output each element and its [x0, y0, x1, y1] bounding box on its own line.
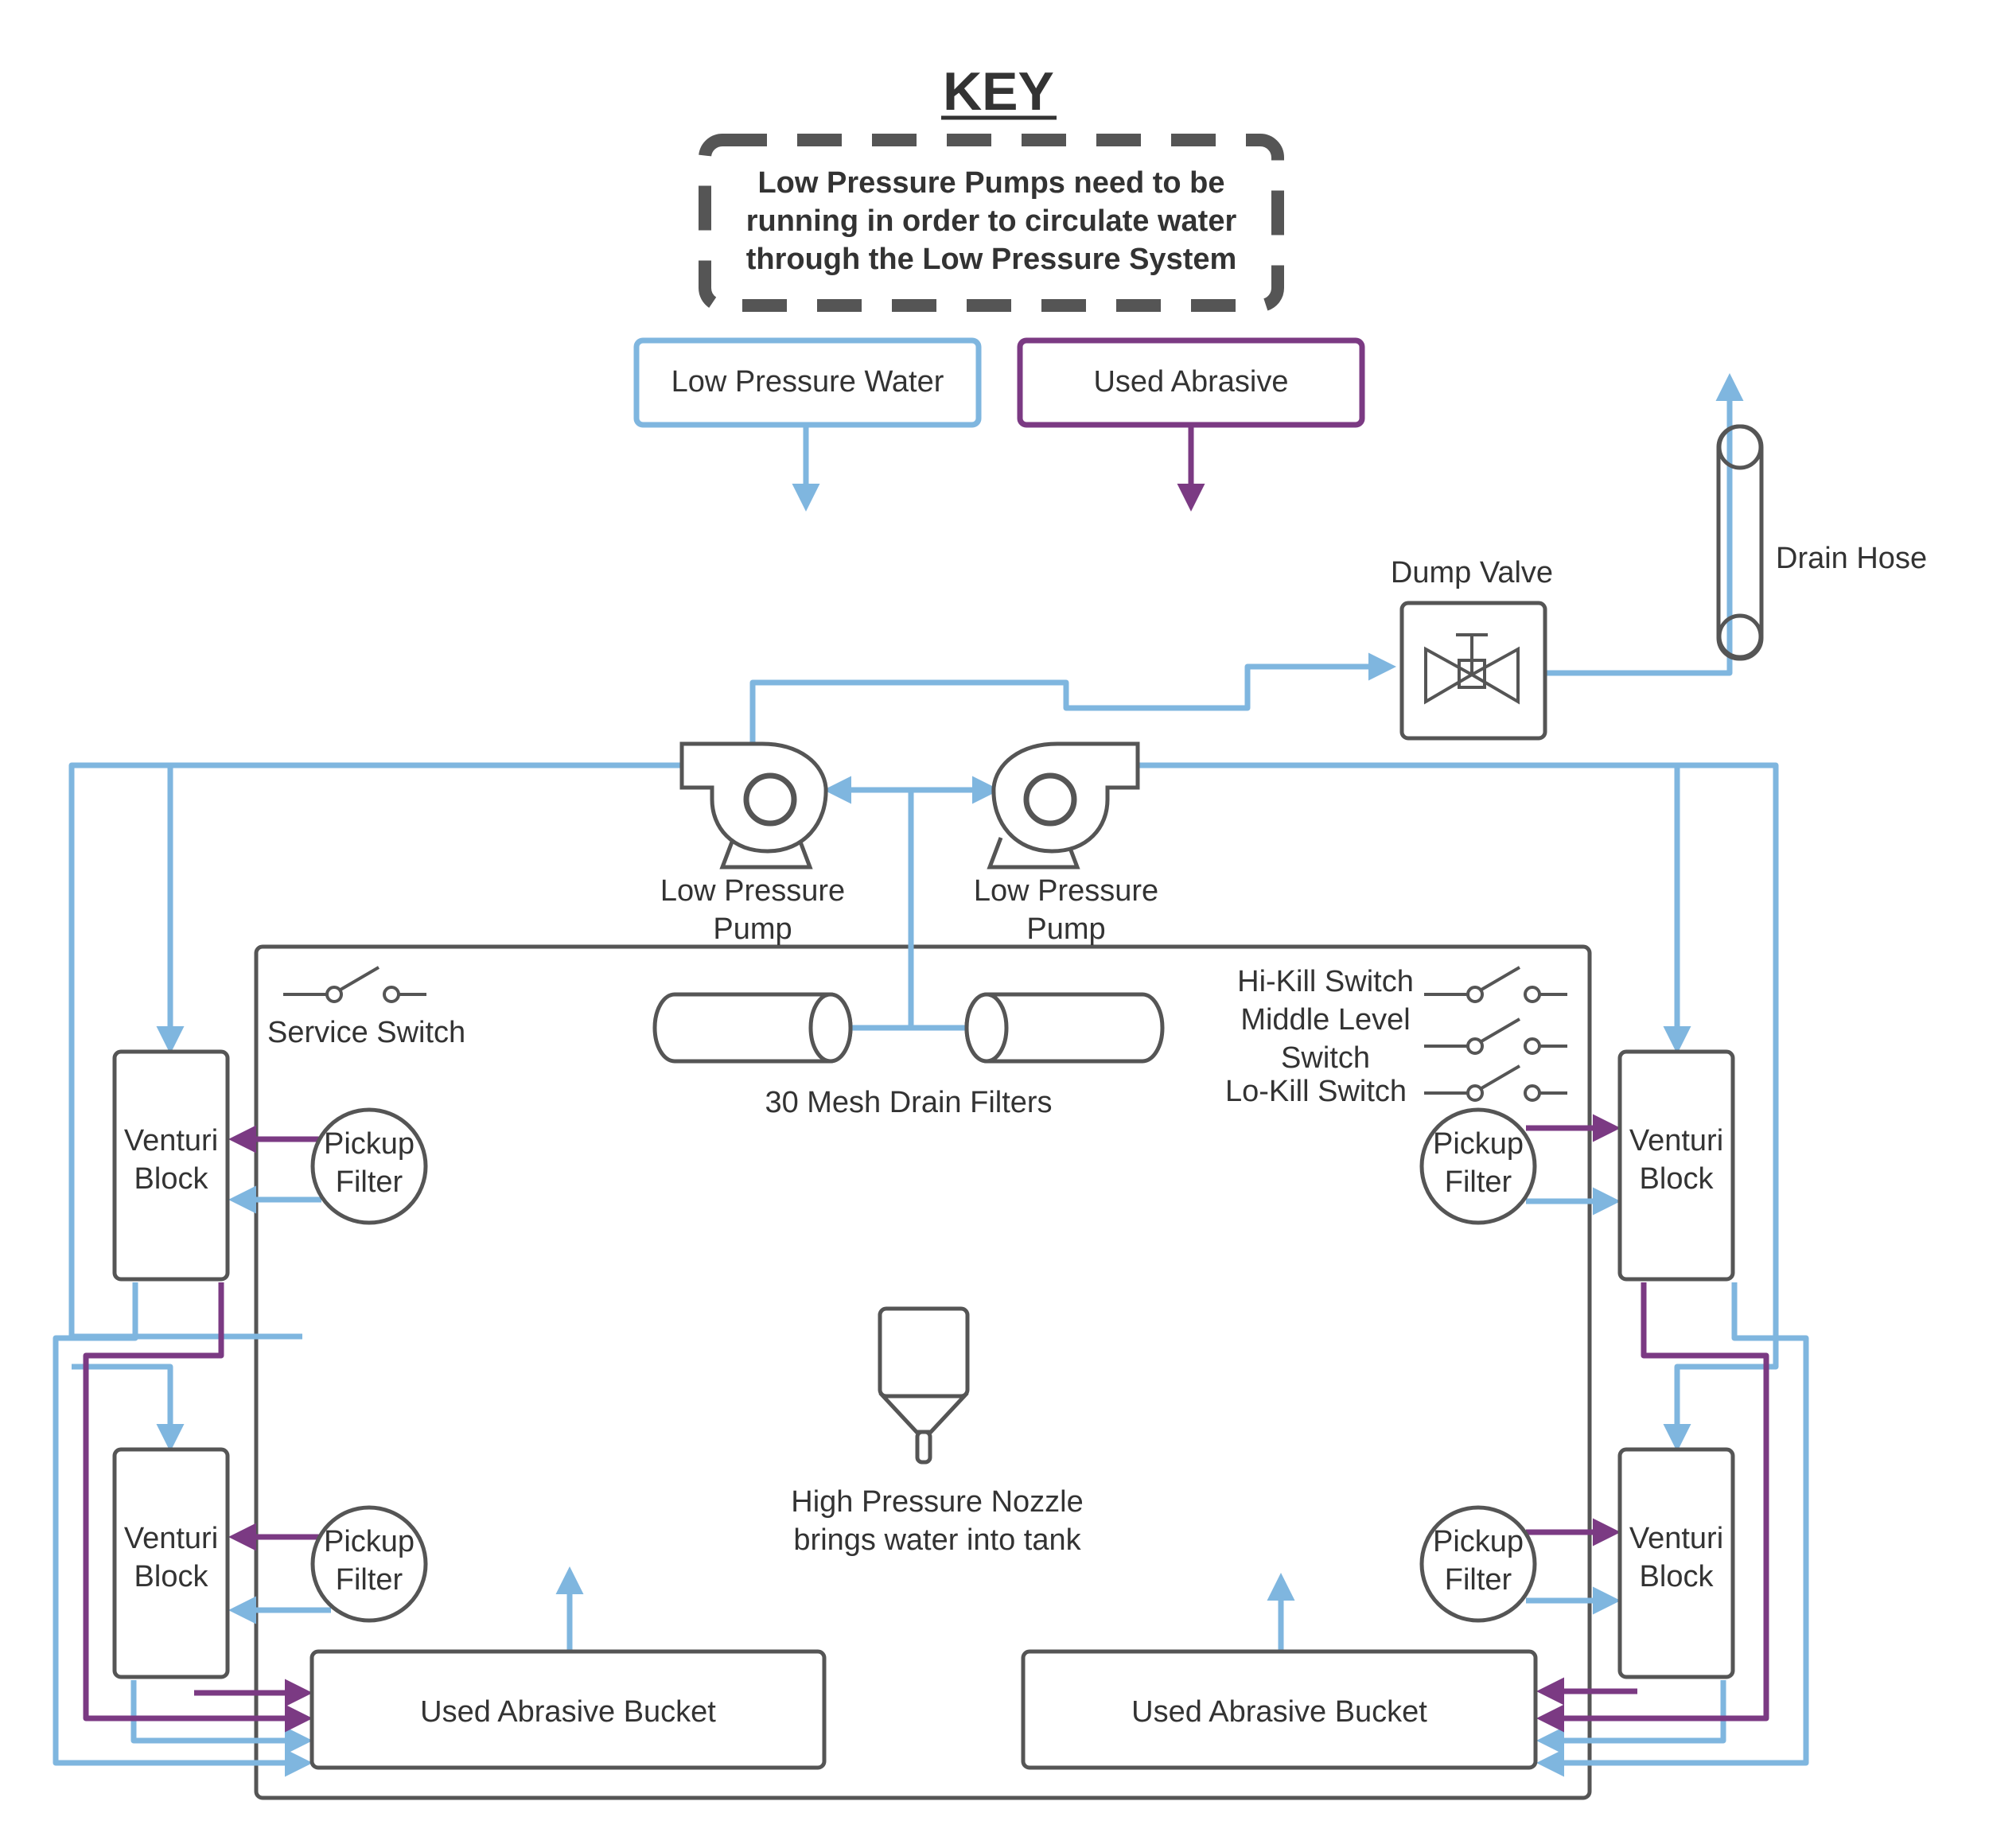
- used-abrasive-bucket-left: Used Abrasive Bucket: [309, 1649, 827, 1770]
- pickup-filter-top-left: Pickup Filter: [310, 1107, 428, 1225]
- venturi-label-1: Venturi: [124, 1522, 218, 1555]
- nozzle-label-1: High Pressure Nozzle: [791, 1485, 1083, 1519]
- bucket-left-label: Used Abrasive Bucket: [420, 1695, 716, 1729]
- switch-icon: [1424, 1064, 1567, 1102]
- dump-valve-label: Dump Valve: [1391, 556, 1553, 589]
- key: KEY Low Pressure Pumps need to be runnin…: [633, 61, 1365, 512]
- venturi-label-1: Venturi: [1629, 1522, 1723, 1555]
- venturi-block-bottom-right-box: [1617, 1447, 1735, 1679]
- venturi-label-1: Venturi: [1629, 1124, 1723, 1157]
- used-abrasive-bucket-right: Used Abrasive Bucket: [1021, 1649, 1538, 1770]
- venturi-block-top-right-box: [1617, 1049, 1735, 1282]
- low-pressure-pump-right: Low Pressure Pump: [974, 741, 1158, 946]
- pickup-filter-bottom-right: Pickup Filter: [1419, 1505, 1537, 1623]
- lo-kill-switch-label: Lo-Kill Switch: [1225, 1075, 1407, 1108]
- hi-kill-switch-label: Hi-Kill Switch: [1237, 965, 1414, 998]
- pickup-label-2: Filter: [336, 1165, 403, 1199]
- venturi-block-top-right: Venturi Block: [1617, 1049, 1735, 1282]
- venturi-label-1: Venturi: [124, 1124, 218, 1157]
- key-low-pressure-water-label: Low Pressure Water: [671, 365, 944, 399]
- switch-icon: [1424, 966, 1567, 1003]
- key-note-line-2: running in order to circulate water: [746, 204, 1237, 238]
- pickup-filter-top-left-circle: [310, 1107, 428, 1225]
- tank-outline: [254, 944, 1592, 1800]
- valve-icon: [1424, 633, 1520, 705]
- mesh-filter-right-cap: [964, 992, 1009, 1064]
- mesh-drain-filters: [652, 992, 1165, 1064]
- pump-right-impeller: [1023, 772, 1077, 827]
- pickup-filter-bottom-left: Pickup Filter: [310, 1505, 428, 1623]
- high-pressure-nozzle: High Pressure Nozzle brings water into t…: [791, 1306, 1084, 1557]
- pickup-label-1: Pickup: [1433, 1127, 1524, 1161]
- used-abrasive-bucket-right-box: [1021, 1649, 1538, 1770]
- switch-icon: [1424, 1017, 1567, 1055]
- used-abrasive-bucket-left-box: [309, 1649, 827, 1770]
- key-used-abrasive-label: Used Abrasive: [1093, 365, 1288, 399]
- pickup-label-1: Pickup: [1433, 1525, 1524, 1558]
- nozzle-icon: [878, 1306, 970, 1465]
- venturi-label-2: Block: [1640, 1162, 1715, 1196]
- key-note-line-3: through the Low Pressure System: [746, 243, 1237, 276]
- pickup-filter-bottom-left-circle: [310, 1505, 428, 1623]
- pump-left-impeller: [743, 772, 797, 827]
- nozzle-label-2: brings water into tank: [793, 1523, 1081, 1557]
- pickup-label-1: Pickup: [324, 1525, 415, 1558]
- dump-valve: Dump Valve: [1391, 556, 1553, 741]
- pump-right-label-1: Low Pressure: [974, 874, 1158, 908]
- mesh-filter-left-cap: [808, 992, 853, 1064]
- service-switch-label: Service Switch: [267, 1016, 465, 1049]
- venturi-block-bottom-right: Venturi Block: [1617, 1447, 1735, 1679]
- pump-left-label-1: Low Pressure: [660, 874, 845, 908]
- venturi-block-top-left: Venturi Block: [112, 1049, 230, 1282]
- pump-right-label-2: Pump: [1026, 912, 1105, 946]
- venturi-block-top-left-box: [112, 1049, 230, 1282]
- key-note-box: [699, 134, 1284, 312]
- switch-icon: [283, 966, 426, 1003]
- used-abrasive-lines: [83, 1114, 1769, 1733]
- pickup-label-2: Filter: [1445, 1165, 1512, 1199]
- drain-hose-bottom-ring: [1717, 613, 1763, 659]
- pickup-label-2: Filter: [336, 1563, 403, 1597]
- venturi-block-bottom-left-box: [112, 1447, 230, 1679]
- middle-level-switch-label-2: Switch: [1281, 1041, 1370, 1075]
- key-note-line-1: Low Pressure Pumps need to be: [757, 166, 1224, 200]
- pickup-label-1: Pickup: [324, 1127, 415, 1161]
- pump-left-label-2: Pump: [713, 912, 792, 946]
- mesh-filters-label: 30 Mesh Drain Filters: [765, 1086, 1052, 1119]
- pickup-label-2: Filter: [1445, 1563, 1512, 1597]
- pickup-filter-top-right-circle: [1419, 1107, 1537, 1225]
- venturi-label-2: Block: [134, 1560, 209, 1593]
- venturi-label-2: Block: [1640, 1560, 1715, 1593]
- pump-left-housing: [679, 741, 828, 854]
- middle-level-switch-label-1: Middle Level: [1240, 1003, 1410, 1037]
- venturi-label-2: Block: [134, 1162, 209, 1196]
- bucket-right-label: Used Abrasive Bucket: [1131, 1695, 1427, 1729]
- drain-hose: Drain Hose: [1716, 424, 1927, 661]
- drain-hose-top-ring: [1717, 424, 1763, 470]
- pickup-filter-bottom-right-circle: [1419, 1505, 1537, 1623]
- low-pressure-water-lines: [53, 373, 1809, 1777]
- low-pressure-pump-left: Low Pressure Pump: [660, 741, 845, 946]
- level-switches: Hi-Kill Switch Middle Level Switch Lo-Ki…: [1225, 965, 1567, 1108]
- pickup-filter-top-right: Pickup Filter: [1419, 1107, 1537, 1225]
- service-switch: Service Switch: [267, 966, 465, 1049]
- key-title: KEY: [943, 61, 1054, 122]
- venturi-block-bottom-left: Venturi Block: [112, 1447, 230, 1679]
- pump-right-housing: [991, 741, 1140, 854]
- drain-hose-label: Drain Hose: [1776, 542, 1927, 575]
